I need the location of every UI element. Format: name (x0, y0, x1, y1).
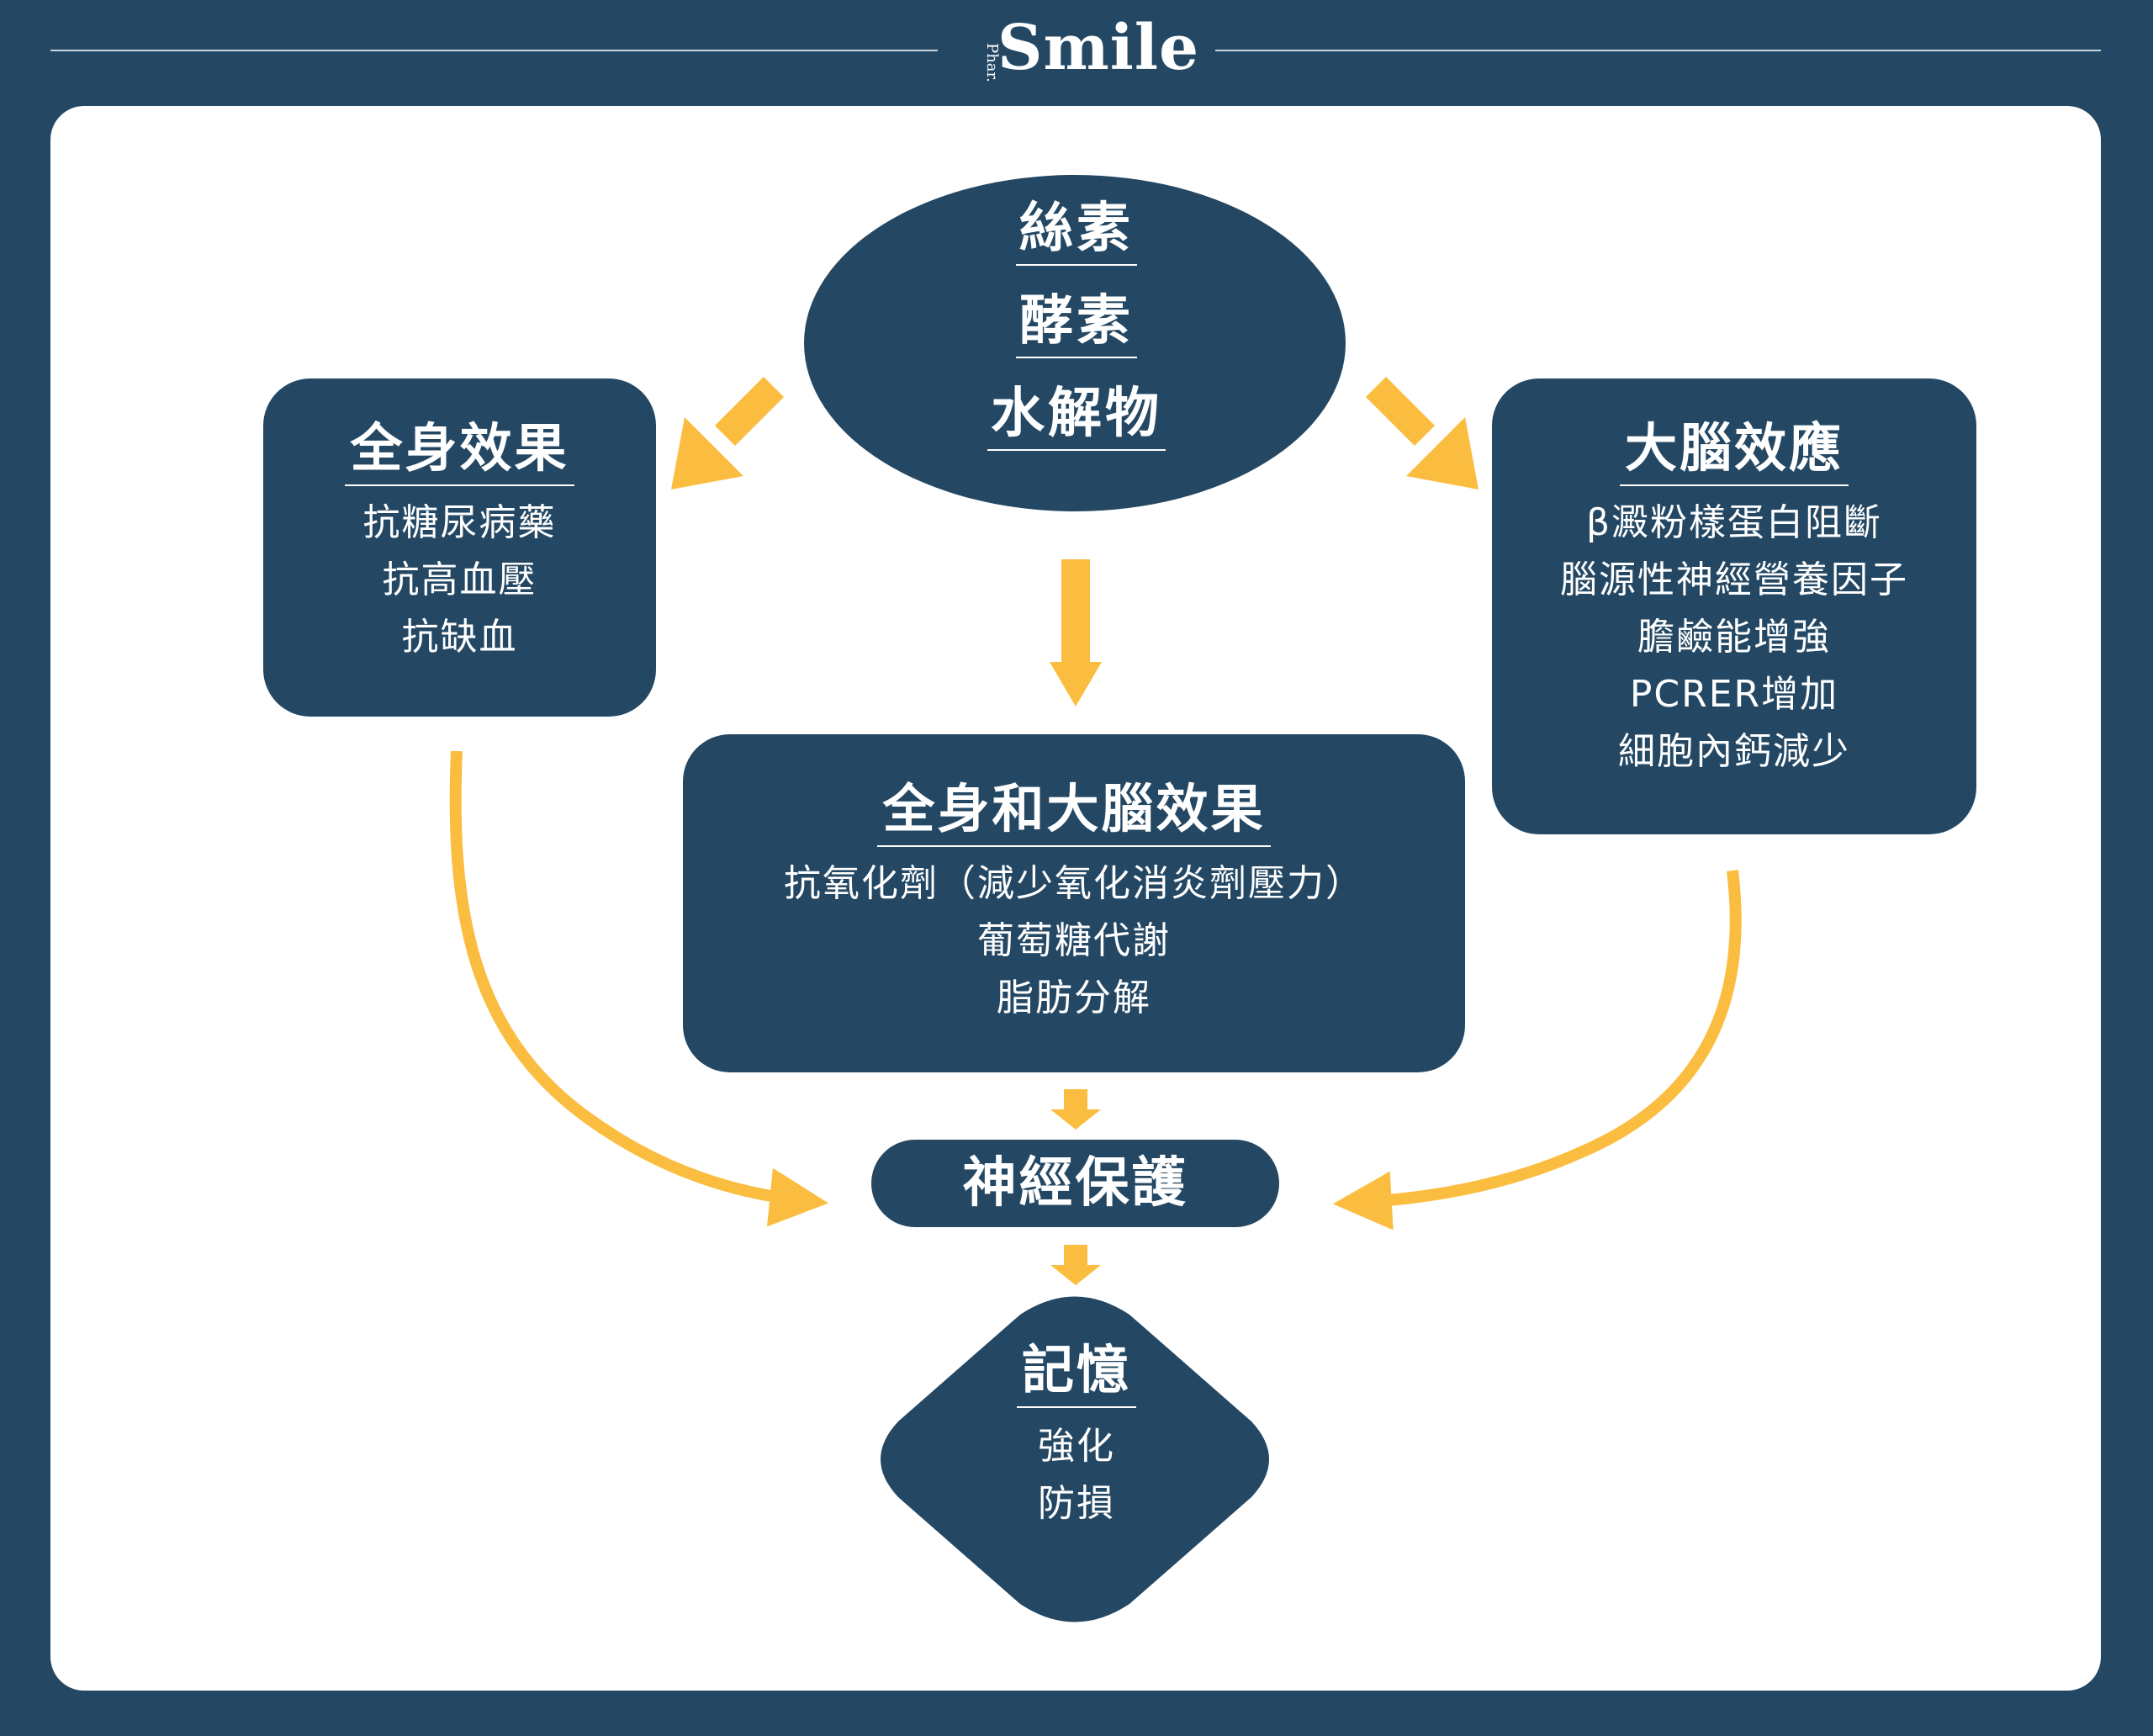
memory-item: 強化 (1038, 1424, 1115, 1468)
combined-item: 抗氧化劑（減少氧化消炎劑壓力） (784, 861, 1364, 905)
neuro-title: 神經保護 (962, 1152, 1188, 1215)
memory-title: 記憶 (1016, 1337, 1136, 1408)
memory-diamond (881, 1296, 1269, 1622)
memory-label-group: 記憶 強化 防損 (908, 1337, 1245, 1532)
source-line-1: 絲素 (1016, 193, 1137, 266)
systemic-item: 抗糖尿病藥 (362, 500, 557, 544)
curve-arrow-systemic-to-neuro (449, 750, 829, 1227)
source-label-group: 絲素 酵素 水解物 (925, 193, 1228, 471)
brand-logo: Phar. Smile (972, 7, 1208, 99)
arrow-to-brain (1365, 376, 1479, 490)
brain-item: PCRER增加 (1629, 672, 1839, 716)
source-line-3: 水解物 (987, 378, 1166, 451)
systemic-title: 全身效果 (345, 415, 574, 486)
combined-effects-box: 全身和大腦效果 抗氧化劑（減少氧化消炎劑壓力） 葡萄糖代謝 脂肪分解 (683, 734, 1465, 1072)
brain-item: 膽鹼能增強 (1637, 615, 1831, 659)
combined-item: 脂肪分解 (997, 976, 1151, 1019)
arrow-to-combined (1050, 559, 1102, 707)
arrow-to-neuro (1050, 1089, 1101, 1130)
combined-title: 全身和大腦效果 (877, 776, 1271, 847)
source-ellipse (804, 175, 1346, 511)
header-rule-left (50, 50, 938, 51)
memory-item: 防損 (1038, 1481, 1115, 1525)
source-line-2: 酵素 (1016, 286, 1137, 358)
brain-item: β澱粉樣蛋白阻斷 (1585, 500, 1883, 544)
header-rule-right (1215, 50, 2101, 51)
arrow-to-systemic (671, 376, 785, 490)
combined-item: 葡萄糖代謝 (977, 918, 1171, 962)
neuroprotection-box: 神經保護 (871, 1140, 1279, 1227)
brand-name: Smile (997, 12, 1200, 84)
brain-item: 細胞內鈣減少 (1618, 729, 1850, 773)
systemic-item: 抗缺血 (401, 615, 518, 659)
curve-arrow-brain-to-neuro (1332, 870, 1742, 1231)
arrow-to-memory (1050, 1245, 1101, 1285)
brain-effects-box: 大腦效應 β澱粉樣蛋白阻斷 腦源性神經營養因子 膽鹼能增強 PCRER增加 細胞… (1492, 378, 1976, 834)
systemic-item: 抗高血壓 (382, 558, 537, 601)
brain-item: 腦源性神經營養因子 (1560, 558, 1908, 601)
systemic-effects-box: 全身效果 抗糖尿病藥 抗高血壓 抗缺血 (263, 378, 656, 717)
brain-title: 大腦效應 (1619, 415, 1849, 486)
